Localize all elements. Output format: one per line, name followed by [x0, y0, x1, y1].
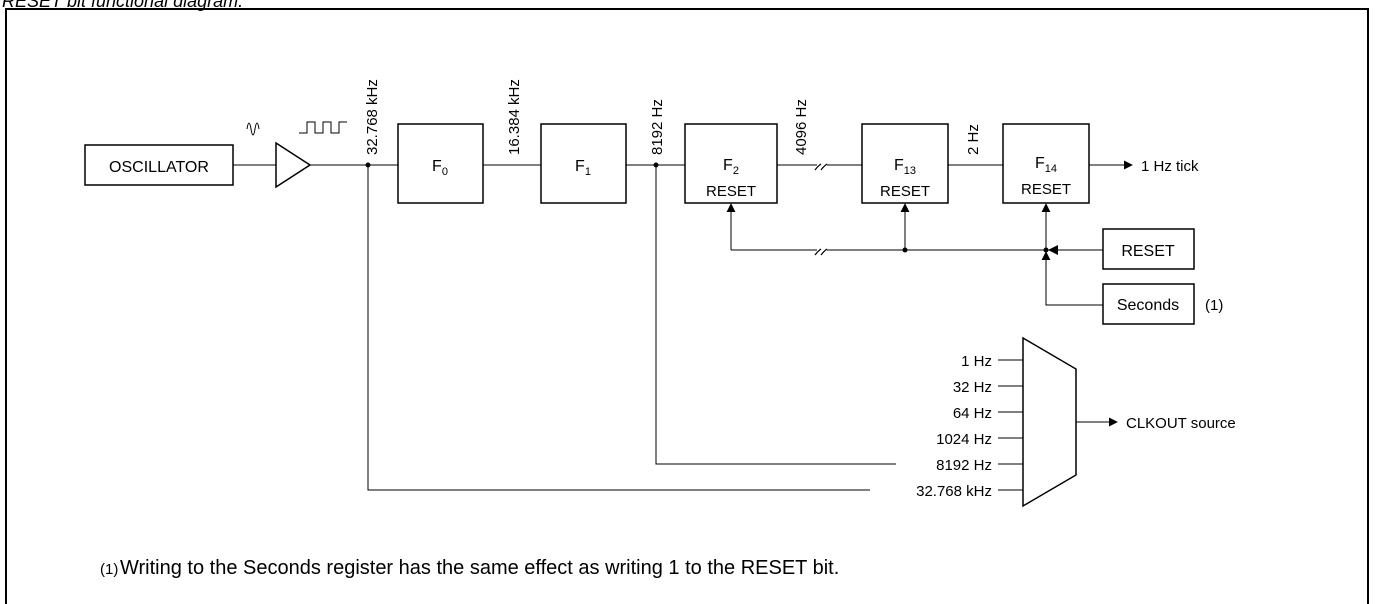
figure-caption: RESET bit functional diagram. — [2, 0, 244, 11]
f2-reset-label: RESET — [706, 183, 756, 200]
freq-label-4096hz: 4096 Hz — [793, 99, 810, 155]
freq-label-8192hz: 8192 Hz — [649, 99, 666, 155]
oscillator-label: OSCILLATOR — [109, 159, 209, 176]
f14-reset-label: RESET — [1021, 181, 1071, 198]
outer-frame — [5, 8, 1369, 604]
reset-input-arrowhead — [1048, 245, 1058, 255]
clkout-source-label: CLKOUT source — [1126, 415, 1236, 432]
freq-label-2hz: 2 Hz — [965, 124, 982, 155]
mux-input-64hz: 64 Hz — [953, 405, 992, 422]
mux-input-1024hz: 1024 Hz — [936, 431, 992, 448]
footnote-marker: (1) — [100, 561, 118, 578]
reset-junction-f14 — [1043, 247, 1049, 253]
reset-input-label: RESET — [1121, 243, 1175, 260]
f1-block — [540, 123, 627, 204]
f2-label: F2 — [723, 157, 739, 177]
reset-input-block — [1102, 228, 1195, 270]
seconds-input-label: Seconds — [1117, 297, 1179, 314]
buffer-triangle — [275, 141, 312, 189]
mux-input-1hz: 1 Hz — [961, 353, 992, 370]
mux-input-8192hz: 8192 Hz — [936, 457, 992, 474]
f14-label: F14 — [1035, 155, 1057, 175]
seconds-to-reset-wire — [1041, 251, 1103, 306]
feed-8192hz-wire — [655, 165, 896, 465]
f2-block — [684, 123, 778, 204]
f13-block — [861, 123, 949, 204]
freq-label-32768khz: 32.768 kHz — [364, 79, 381, 155]
square-wave-icon — [299, 121, 347, 134]
mux-input-32768khz: 32.768 kHz — [916, 483, 992, 500]
seconds-input-block — [1102, 283, 1195, 325]
clkout-mux — [1022, 336, 1077, 508]
freq-label-16384khz: 16.384 kHz — [506, 79, 523, 155]
reset-bus-break-icon — [814, 248, 828, 256]
f13-label: F13 — [894, 157, 916, 177]
f13-reset-label: RESET — [880, 183, 930, 200]
seconds-note-marker: (1) — [1205, 297, 1223, 314]
f0-block — [397, 123, 484, 204]
mux-input-32hz: 32 Hz — [953, 379, 992, 396]
f0-label: F0 — [432, 158, 448, 178]
footnote-text: Writing to the Seconds register has the … — [120, 557, 839, 579]
tick-output-label: 1 Hz tick — [1141, 158, 1199, 175]
f14-block — [1002, 123, 1090, 204]
feed-32768khz-wire — [367, 165, 870, 491]
f1-label: F1 — [575, 158, 591, 178]
sine-wave-icon — [246, 122, 260, 136]
f2-break-icon — [814, 163, 828, 171]
reset-junction-f13 — [902, 247, 908, 253]
